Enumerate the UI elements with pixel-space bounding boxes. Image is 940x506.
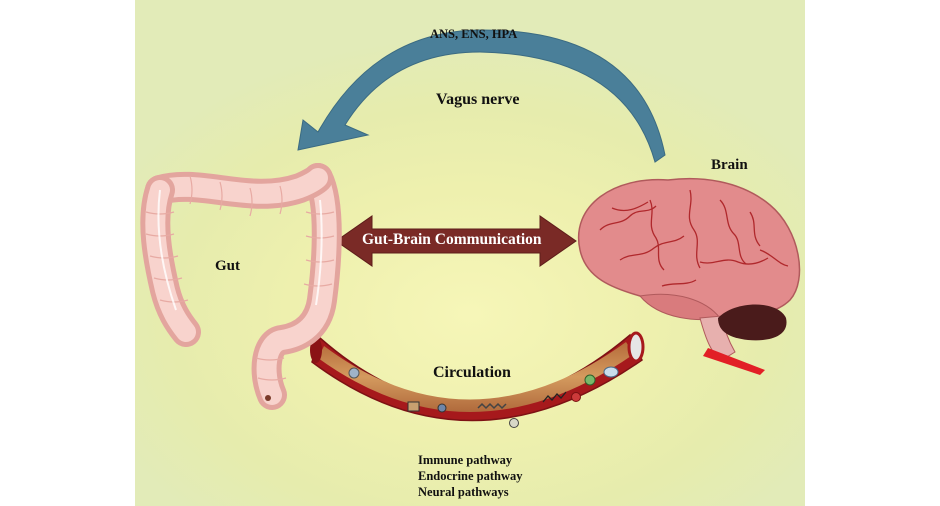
molecule-icon [407, 401, 420, 412]
cell-icon [584, 374, 596, 386]
gut-brain-communication-arrow [335, 215, 577, 267]
gut-brain-communication-label: Gut-Brain Communication [362, 231, 542, 248]
brain-illustration [577, 177, 801, 375]
immune-cell-icon [348, 367, 360, 379]
circulation-label: Circulation [433, 364, 511, 381]
pathway-item-endocrine: Endocrine pathway [418, 469, 523, 483]
vagus-nerve-label: Vagus nerve [436, 91, 520, 108]
cell-icon [603, 366, 619, 378]
brain-label: Brain [711, 157, 748, 173]
pathway-item-immune: Immune pathway [418, 453, 513, 467]
vagus-nerve-arrow [297, 29, 666, 163]
pathway-list: Immune pathway Endocrine pathway Neural … [418, 452, 523, 500]
gut-illustration [140, 163, 342, 410]
red-cell-icon [571, 392, 581, 402]
immune-cell-icon [437, 403, 447, 413]
cerebellum [718, 304, 787, 341]
gut-label: Gut [215, 258, 241, 274]
blood-vessel [310, 331, 645, 428]
neural-axes-label: ANS, ENS, HPA [430, 27, 518, 41]
immune-cell-icon [509, 418, 519, 428]
pathway-item-neural: Neural pathways [418, 485, 509, 499]
hormone-chain-icon [477, 402, 507, 410]
neurotransmitter-icon [542, 391, 567, 403]
